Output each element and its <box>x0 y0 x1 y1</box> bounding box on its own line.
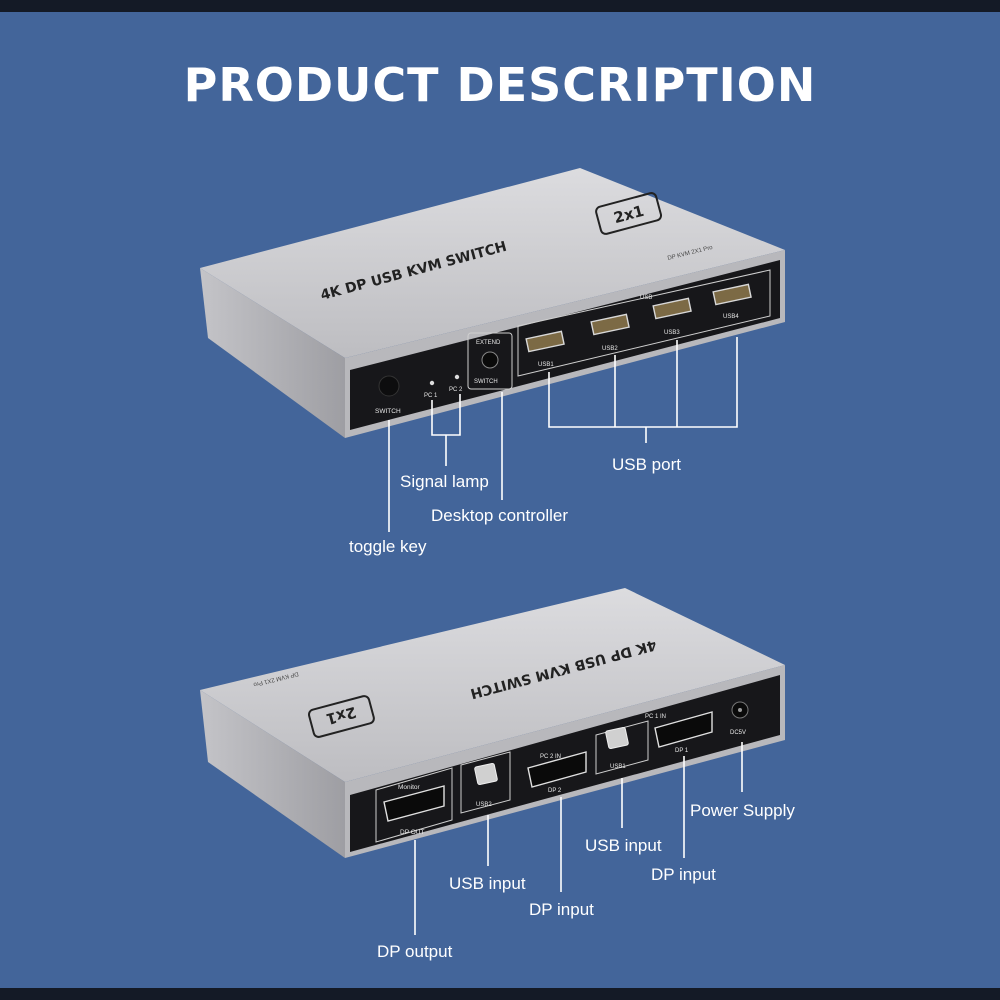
pc2-in-label: PC 2 IN <box>540 754 561 760</box>
dp-out-frame <box>375 767 453 843</box>
signal-lamp-callout: Signal lamp <box>400 472 489 491</box>
blue-background <box>0 12 1000 988</box>
rear-device-side-face <box>200 690 345 858</box>
dp1-port <box>654 711 713 748</box>
usb-port-3-label: USB3 <box>664 330 680 336</box>
top-frame-border <box>0 0 1000 12</box>
extend-port-frame <box>467 332 513 390</box>
dc-label: DC5V <box>730 730 746 736</box>
kvm-switch-front: 4K DP USB KVM SWITCH 2x1 DP KVM 2X1 Pro … <box>200 168 785 438</box>
led-pc1-label: PC 1 <box>424 393 438 399</box>
dc-jack-pin <box>738 708 742 712</box>
dp2-port <box>527 751 587 788</box>
switch-button-label: SWITCH <box>375 408 401 415</box>
usb-group-label: USB <box>640 295 652 301</box>
front-device-top-face <box>200 168 785 358</box>
rear-device-top-face <box>200 588 785 782</box>
dp2-label: DP 2 <box>548 788 562 794</box>
usb1-port <box>605 726 629 750</box>
front-device-side-face <box>200 268 345 438</box>
led-pc2-icon <box>454 374 460 380</box>
usb-port-2-label: USB2 <box>602 346 618 352</box>
dp-out-label: DP OUT <box>400 829 424 836</box>
usb2-label: USB2 <box>476 802 492 808</box>
desktop-controller-callout: Desktop controller <box>431 506 569 525</box>
toggle-key-callout: toggle key <box>349 537 427 556</box>
led-pc2-label: PC 2 <box>449 387 463 393</box>
usb-port-4-label: USB4 <box>723 314 739 320</box>
usb-port-3: USB3 <box>652 297 692 336</box>
extend-switch-label: SWITCH <box>474 379 498 385</box>
usb-port-bracket <box>548 337 738 428</box>
usb2-frame <box>460 751 511 814</box>
extend-jack-icon <box>481 351 499 369</box>
dp-input-callout-2: DP input <box>529 900 594 919</box>
extend-label: EXTEND <box>476 340 501 346</box>
usb-port-1: USB1 <box>525 330 565 368</box>
page-title: PRODUCT DESCRIPTION <box>183 58 817 112</box>
rear-callout-lines <box>414 742 743 935</box>
switch-button <box>378 375 400 397</box>
front-callout-lines <box>388 337 738 532</box>
led-pc1-icon <box>429 380 435 386</box>
usb2-port <box>474 762 498 786</box>
usb-input-callout-2: USB input <box>449 874 526 893</box>
dp1-label: DP 1 <box>675 748 689 754</box>
usb-group-frame <box>517 269 771 377</box>
dp-input-callout-1: DP input <box>651 865 716 884</box>
dp-out-port <box>383 785 445 822</box>
pc1-in-label: PC 1 IN <box>645 714 666 720</box>
usb-port-1-label: USB1 <box>538 362 554 368</box>
dp-output-callout: DP output <box>377 942 453 961</box>
usb1-label: USB1 <box>610 764 626 770</box>
usb-port-2: USB2 <box>590 313 630 352</box>
kvm-switch-rear: 4K DP USB KVM SWITCH 2x1 DP KVM 2X1 Pro … <box>200 588 785 858</box>
power-supply-callout: Power Supply <box>690 801 795 820</box>
usb1-frame <box>595 720 649 775</box>
usb-port-callout: USB port <box>612 455 681 474</box>
usb-port-4: USB4 <box>712 283 752 320</box>
usb-input-callout-1: USB input <box>585 836 662 855</box>
bottom-frame-border <box>0 988 1000 1000</box>
monitor-label: Monitor <box>398 784 421 791</box>
